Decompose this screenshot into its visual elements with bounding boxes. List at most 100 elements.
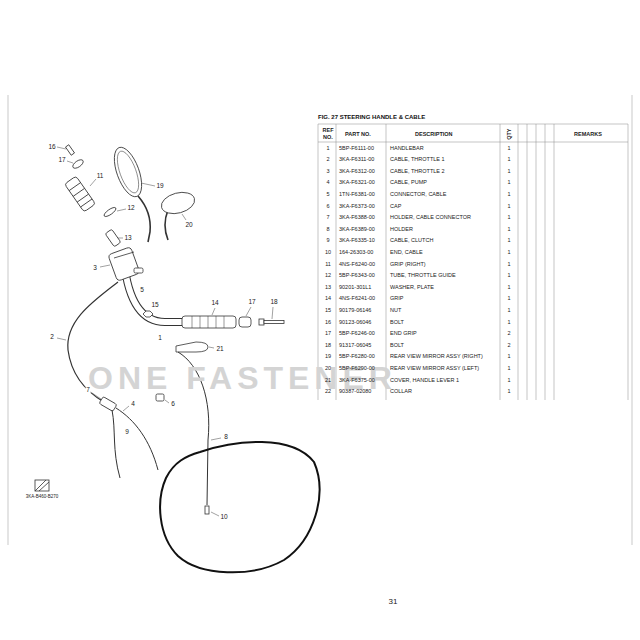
quantity: 1 <box>502 295 516 301</box>
part-description: WASHER, PLATE <box>390 284 434 290</box>
reference-code: 3KA-B460-B270 <box>25 494 59 499</box>
ref-number: 19 <box>320 353 336 359</box>
callout-number: 2 <box>50 333 55 340</box>
page-number: 31 <box>388 597 398 606</box>
part-description: BOLT <box>390 319 404 325</box>
callout-number: 10 <box>220 513 228 520</box>
ref-number: 20 <box>320 365 336 371</box>
part-description: CABLE, CLUTCH <box>390 237 433 243</box>
callout-number: 11 <box>96 172 104 179</box>
callout-number: 15 <box>151 301 159 308</box>
quantity: 1 <box>502 214 516 220</box>
ref-number: 9 <box>320 237 336 243</box>
part-number: 3KA-F6375-00 <box>339 377 375 383</box>
part-description: COVER, HANDLE LEVER 1 <box>390 377 459 383</box>
part-description: HOLDER <box>390 226 413 232</box>
table-grid <box>318 124 628 400</box>
quantity: 1 <box>502 272 516 278</box>
quantity: 1 <box>502 249 516 255</box>
quantity: 2 <box>502 330 516 336</box>
quantity: 1 <box>502 203 516 209</box>
ref-number: 7 <box>320 214 336 220</box>
quantity: 1 <box>502 156 516 162</box>
quantity: 1 <box>502 179 516 185</box>
callout-number: 9 <box>125 428 130 435</box>
part-description: GRIP (RIGHT) <box>390 261 426 267</box>
quantity: 1 <box>502 307 516 313</box>
part-number: 90179-06146 <box>339 307 371 313</box>
ref-number: 1 <box>320 145 336 151</box>
part-description: CONNECTOR, CABLE <box>390 191 446 197</box>
quantity: 1 <box>502 388 516 394</box>
callout-number: 12 <box>127 204 135 211</box>
part-number: 4NS-F6240-00 <box>339 261 375 267</box>
part-description: TUBE, THROTTLE GUIDE <box>390 272 456 278</box>
ref-number: 15 <box>320 307 336 313</box>
part-number: 3KA-F6388-00 <box>339 214 375 220</box>
part-number: 3KA-F6373-00 <box>339 203 375 209</box>
part-description: REAR VIEW MIRROR ASSY (LEFT) <box>390 365 479 371</box>
part-description: END, CABLE <box>390 249 423 255</box>
part-number: 164-26303-00 <box>339 249 373 255</box>
quantity: 1 <box>502 168 516 174</box>
callout-number: 16 <box>48 143 56 150</box>
ref-number: 12 <box>320 272 336 278</box>
part-number: 3KA-F6321-00 <box>339 179 375 185</box>
part-number: 5BP-F6111-00 <box>339 145 374 151</box>
part-number: 3KA-F6312-00 <box>339 168 375 174</box>
quantity: 1 <box>502 145 516 151</box>
part-number: 3KA-F6389-00 <box>339 226 375 232</box>
part-number: 5BP-F6246-00 <box>339 330 375 336</box>
part-number: 90387-02080 <box>339 388 371 394</box>
ref-number: 22 <box>320 388 336 394</box>
callout-number: 8 <box>224 433 229 440</box>
callout-number: 18 <box>270 298 278 305</box>
ref-number: 13 <box>320 284 336 290</box>
part-number: 90123-06046 <box>339 319 371 325</box>
part-description: COLLAR <box>390 388 412 394</box>
ref-number: 8 <box>320 226 336 232</box>
ref-number: 17 <box>320 330 336 336</box>
callout-number: 4 <box>131 400 136 407</box>
part-number: 4NS-F6241-00 <box>339 295 375 301</box>
ref-number: 6 <box>320 203 336 209</box>
quantity: 1 <box>502 237 516 243</box>
part-description: CAP <box>390 203 401 209</box>
part-number: 3KA-F6335-10 <box>339 237 375 243</box>
quantity: 2 <box>502 342 516 348</box>
callout-number: 7 <box>86 386 91 393</box>
part-number: 3KA-F6311-00 <box>339 156 374 162</box>
part-number: 91317-06045 <box>339 342 371 348</box>
ref-number: 10 <box>320 249 336 255</box>
callout-number: 20 <box>185 221 193 228</box>
quantity: 1 <box>502 319 516 325</box>
callout-number: 14 <box>211 299 219 306</box>
part-description: GRIP <box>390 295 403 301</box>
part-description: HANDLEBAR <box>390 145 424 151</box>
part-description: CABLE, THROTTLE 2 <box>390 168 445 174</box>
quantity: 1 <box>502 353 516 359</box>
callout-number: 19 <box>156 182 164 189</box>
page-frame <box>8 95 632 545</box>
callout-number: 1 <box>158 334 163 341</box>
part-number: 1TN-F6381-00 <box>339 191 375 197</box>
quantity: 1 <box>502 284 516 290</box>
part-description: END GRIP <box>390 330 417 336</box>
quantity: 1 <box>502 365 516 371</box>
ref-number: 5 <box>320 191 336 197</box>
quantity: 1 <box>502 226 516 232</box>
part-description: REAR VIEW MIRROR ASSY (RIGHT) <box>390 353 483 359</box>
ref-number: 16 <box>320 319 336 325</box>
ref-number: 18 <box>320 342 336 348</box>
callout-number: 21 <box>216 345 224 352</box>
part-description: CABLE, PUMP <box>390 179 427 185</box>
table-header: QTY <box>506 127 512 141</box>
table-header: DESCRIPTION <box>415 131 453 137</box>
ref-number: 11 <box>320 261 336 267</box>
callout-number: 5 <box>140 286 145 293</box>
ref-number: 4 <box>320 179 336 185</box>
callout-number: 6 <box>171 400 176 407</box>
ref-number: 21 <box>320 377 336 383</box>
callout-number: 17 <box>58 156 66 163</box>
